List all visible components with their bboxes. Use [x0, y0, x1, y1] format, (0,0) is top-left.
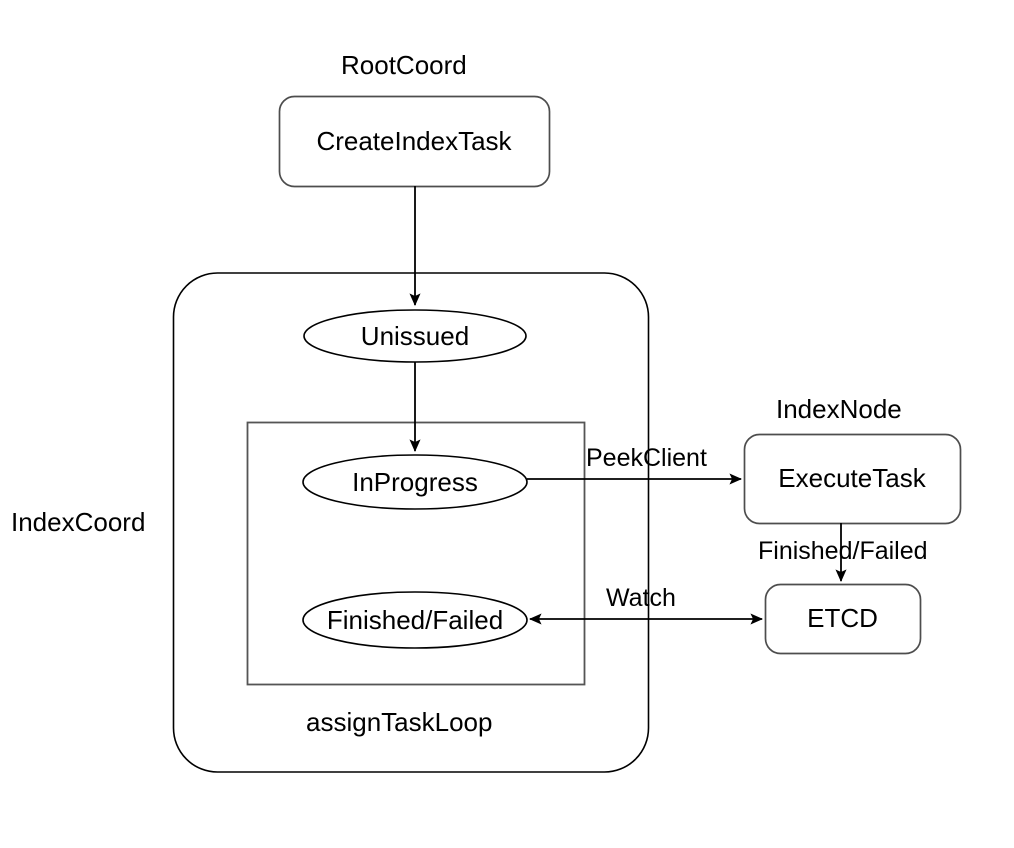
- node-etcd[interactable]: [764, 583, 922, 655]
- node-label-in-progress[interactable]: InProgress: [352, 466, 478, 497]
- node-in-progress[interactable]: [302, 454, 528, 510]
- node-label-etcd[interactable]: ETCD: [807, 603, 878, 633]
- node-finished-failed[interactable]: [302, 591, 528, 649]
- edge-label-peekclient: PeekClient: [586, 444, 707, 472]
- container-label-indexcoord: IndexCoord: [11, 507, 146, 537]
- edge-label-finished-failed: Finished/Failed: [758, 537, 928, 565]
- container-label-indexnode: IndexNode: [776, 394, 902, 424]
- node-label-create-index-task[interactable]: CreateIndexTask: [316, 125, 512, 156]
- node-label-finished-failed[interactable]: Finished/Failed: [326, 604, 504, 635]
- node-execute-task[interactable]: [743, 433, 962, 525]
- container-label-assign-task-loop: assignTaskLoop: [306, 707, 493, 737]
- edge-label-watch: Watch: [606, 584, 676, 612]
- container-label-rootcoord: RootCoord: [341, 50, 467, 80]
- node-label-unissued[interactable]: Unissued: [360, 320, 470, 351]
- node-label-execute-task[interactable]: ExecuteTask: [778, 463, 926, 493]
